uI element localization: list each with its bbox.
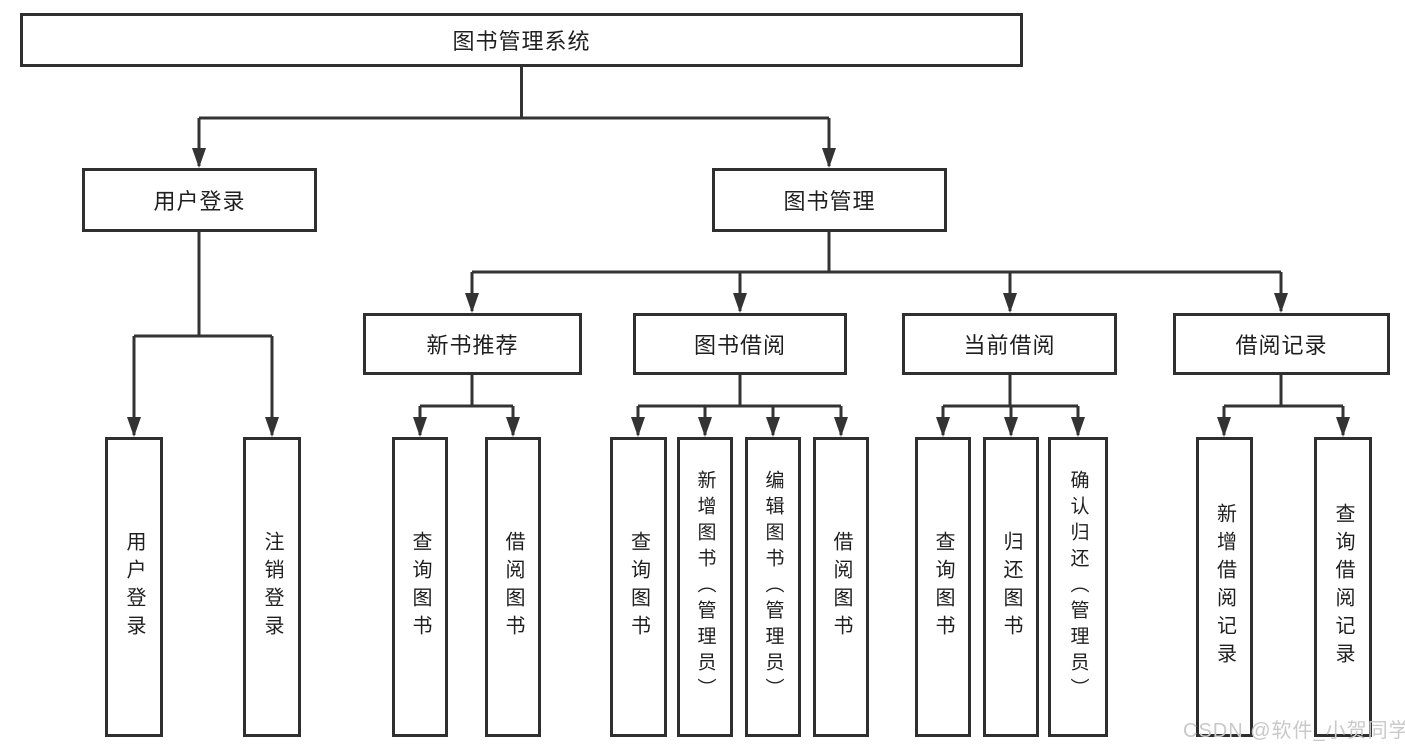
leaf-nb-borrow-book-label: 借阅图书 bbox=[502, 531, 524, 643]
leaf-bb-edit-book-label: 编辑图书（管理员） bbox=[762, 470, 784, 704]
leaf-bb-query-book-label: 查询图书 bbox=[627, 531, 650, 643]
node-user-login: 用户登录 bbox=[82, 168, 317, 232]
node-new-book-recommend: 新书推荐 bbox=[363, 313, 582, 375]
node-book-management: 图书管理 bbox=[712, 168, 947, 232]
leaf-br-add-record: 新增借阅记录 bbox=[1196, 437, 1253, 737]
node-new-book-recommend-label: 新书推荐 bbox=[426, 333, 519, 358]
leaf-nb-borrow-book: 借阅图书 bbox=[485, 437, 541, 737]
leaf-bb-borrow-book-label: 借阅图书 bbox=[830, 531, 852, 643]
leaf-cb-confirm-return-label: 确认归还（管理员） bbox=[1067, 470, 1089, 704]
leaf-br-query-record: 查询借阅记录 bbox=[1314, 437, 1372, 737]
leaf-cb-return-book-label: 归还图书 bbox=[1000, 531, 1022, 643]
node-book-borrow-label: 图书借阅 bbox=[693, 333, 786, 358]
node-root-label: 图书管理系统 bbox=[452, 29, 591, 54]
leaf-logout-label: 注销登录 bbox=[261, 531, 283, 643]
leaf-bb-edit-book: 编辑图书（管理员） bbox=[745, 437, 801, 737]
node-root: 图书管理系统 bbox=[20, 13, 1023, 67]
node-book-management-label: 图书管理 bbox=[783, 189, 876, 214]
node-current-borrow: 当前借阅 bbox=[902, 313, 1117, 375]
leaf-br-query-record-label: 查询借阅记录 bbox=[1332, 503, 1354, 671]
leaf-cb-query-book-label: 查询图书 bbox=[932, 531, 954, 643]
leaf-cb-confirm-return: 确认归还（管理员） bbox=[1048, 437, 1108, 737]
node-borrow-record: 借阅记录 bbox=[1173, 313, 1390, 375]
leaf-cb-query-book: 查询图书 bbox=[915, 437, 971, 737]
leaf-bb-add-book: 新增图书（管理员） bbox=[677, 437, 733, 737]
node-borrow-record-label: 借阅记录 bbox=[1235, 333, 1328, 358]
node-user-login-label: 用户登录 bbox=[153, 189, 246, 214]
leaf-br-add-record-label: 新增借阅记录 bbox=[1213, 503, 1236, 671]
leaf-user-login: 用户登录 bbox=[105, 437, 163, 737]
leaf-logout: 注销登录 bbox=[243, 437, 301, 737]
csdn-watermark: CSDN @软件_小贺同学 bbox=[1183, 720, 1405, 742]
leaf-bb-borrow-book: 借阅图书 bbox=[813, 437, 869, 737]
leaf-cb-return-book: 归还图书 bbox=[983, 437, 1039, 737]
leaf-nb-query-book-label: 查询图书 bbox=[409, 531, 431, 643]
leaf-user-login-label: 用户登录 bbox=[123, 531, 145, 643]
leaf-bb-query-book: 查询图书 bbox=[610, 437, 667, 737]
node-current-borrow-label: 当前借阅 bbox=[963, 333, 1056, 358]
leaf-bb-add-book-label: 新增图书（管理员） bbox=[694, 470, 716, 704]
leaf-nb-query-book: 查询图书 bbox=[392, 437, 448, 737]
node-book-borrow: 图书借阅 bbox=[633, 313, 847, 375]
